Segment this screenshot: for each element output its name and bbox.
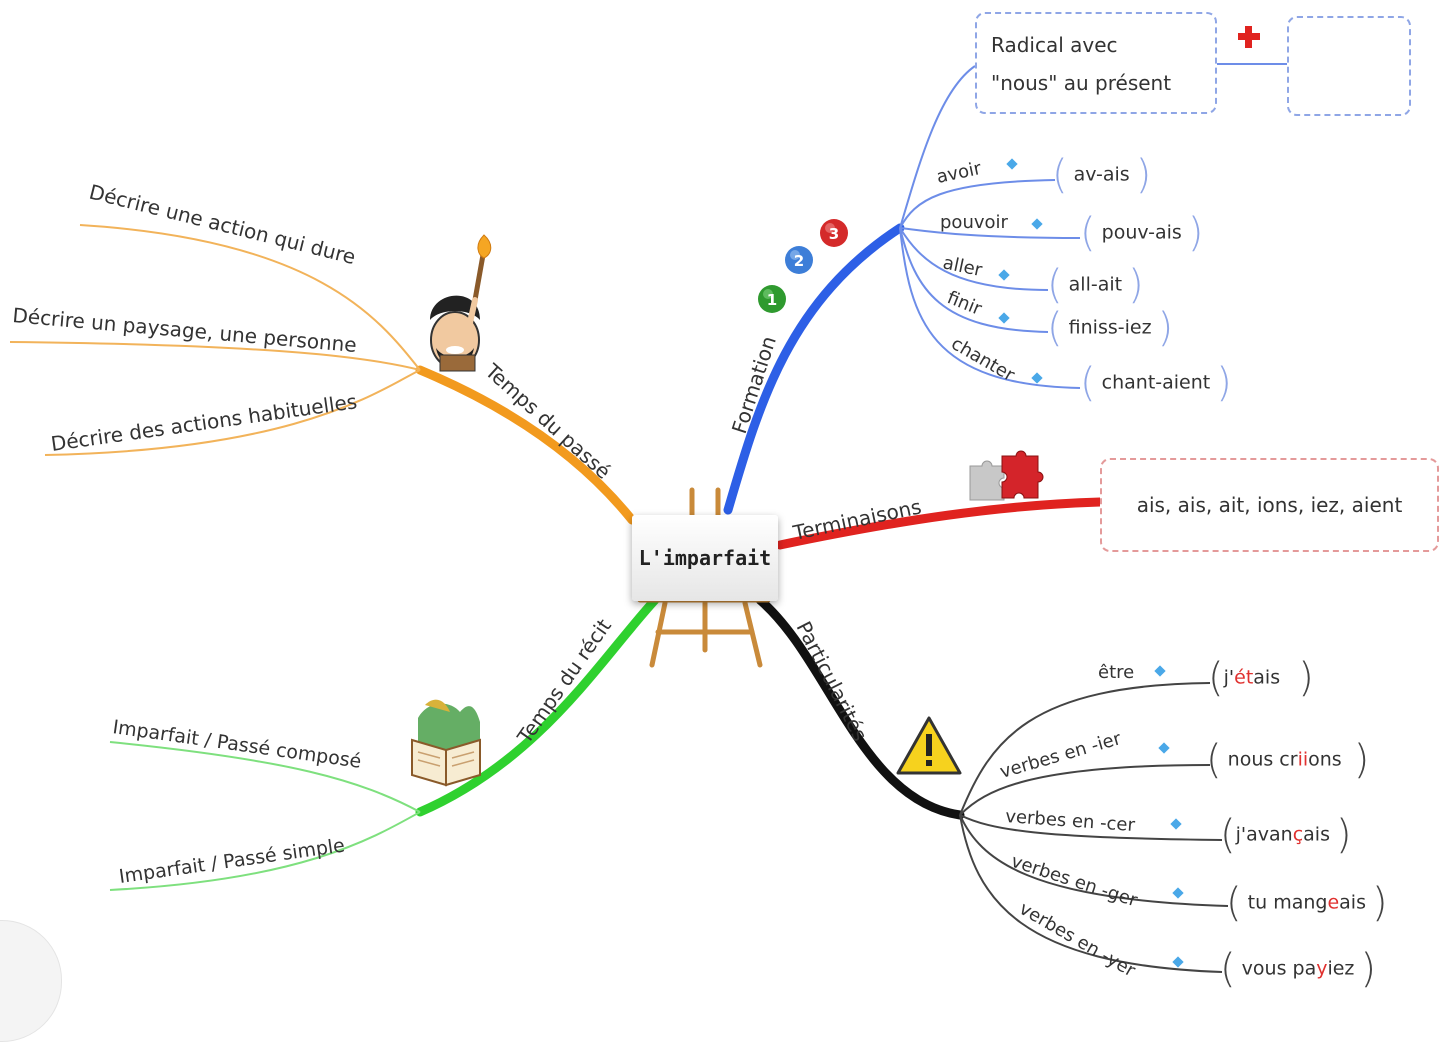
passe-item-1: Décrire une action qui dure (87, 180, 358, 269)
example-cer[interactable]: (j'avançais ) (1220, 812, 1352, 858)
sub-branch-finir (899, 227, 1049, 333)
sub-branch-radical (899, 65, 976, 229)
branch-temps-passe (415, 365, 637, 525)
example-etre-post: ais (1253, 666, 1281, 689)
example-pouvoir-text: pouv-ais (1101, 221, 1182, 244)
example-ier-pre: nous cr (1227, 748, 1298, 771)
example-ier-highlight: ii (1297, 748, 1309, 771)
passe-item-3: Décrire des actions habituelles (49, 389, 358, 456)
svg-text:3: 3 (829, 225, 839, 243)
sub-branch-ger (959, 814, 1229, 907)
diamond-bullet-icon (1154, 665, 1184, 968)
label-particularites: Particularités (792, 617, 873, 745)
sub-branch-recit-2 (109, 811, 421, 891)
example-yer-highlight: y (1316, 957, 1328, 980)
example-pouvoir[interactable]: ( pouv-ais ) (1080, 210, 1204, 256)
sub-branch-avoir (899, 179, 1056, 229)
example-finir-text: finiss-iez (1068, 316, 1152, 339)
diamond-bullet-icon (998, 158, 1043, 384)
recit-item-2: Imparfait / Passé simple (118, 834, 347, 887)
example-avoir[interactable]: ( av-ais ) (1052, 152, 1152, 198)
example-cer-pre: j'avan (1235, 823, 1293, 846)
example-ier[interactable]: ( nous criions ) (1206, 737, 1370, 783)
sub-branch-cer (959, 814, 1223, 841)
example-finir[interactable]: ( finiss-iez ) (1047, 305, 1174, 351)
example-chanter[interactable]: ( chant-aient ) (1080, 360, 1232, 406)
sub-branch-passe-1 (79, 224, 421, 371)
example-etre[interactable]: (j'étais ) (1208, 655, 1314, 701)
svg-text:2: 2 (794, 252, 804, 270)
branch-terminaisons (775, 497, 1105, 550)
example-ger[interactable]: ( tu mangeais ) (1226, 880, 1388, 926)
example-ier-post: ons (1308, 748, 1342, 771)
example-aller-text: all-ait (1068, 273, 1123, 296)
radical-box[interactable]: Radical avec "nous" au présent (975, 12, 1217, 114)
example-aller[interactable]: ( all-ait ) (1047, 262, 1144, 308)
central-topic-title: L'imparfait (638, 546, 772, 570)
rule-etre: être (1098, 662, 1134, 683)
example-etre-pre: j' (1223, 666, 1235, 689)
plus-icon (1238, 26, 1260, 48)
svg-text:1: 1 (767, 291, 777, 309)
sub-branch-passe-2 (9, 341, 421, 371)
central-topic[interactable]: L'imparfait (632, 515, 778, 601)
example-cer-highlight: ç (1292, 823, 1304, 846)
verb-aller: aller (941, 252, 985, 281)
passe-item-2: Décrire un paysage, une personne (12, 303, 358, 357)
label-temps-passe: Temps du passé (480, 358, 616, 484)
sub-branch-yer (959, 814, 1223, 973)
recit-item-1: Imparfait / Passé composé (111, 716, 362, 773)
branch-formation (723, 223, 905, 515)
badge-3: 3 (820, 219, 848, 247)
puzzle-piece-icon (969, 450, 1044, 501)
badge-2: 2 (785, 246, 813, 274)
verb-finir: finir (944, 287, 985, 320)
radical-line-1: Radical avec (991, 33, 1118, 57)
endings-box[interactable]: ais, ais, ait, ions, iez, aient (1100, 458, 1439, 552)
label-terminaisons: Terminaisons (790, 494, 923, 545)
example-yer-post: iez (1327, 957, 1355, 980)
warning-icon (896, 716, 962, 775)
badge-1: 1 (758, 285, 786, 313)
rule-yer: verbes en -yer (1016, 898, 1140, 982)
example-ger-highlight: e (1327, 891, 1340, 914)
radical-line-2: "nous" au présent (991, 71, 1172, 95)
verb-pouvoir: pouvoir (940, 212, 1009, 233)
sub-branch-ier (959, 764, 1211, 816)
example-yer-pre: vous pa (1241, 957, 1317, 980)
caveman-torch-icon (430, 234, 492, 372)
branch-particularites (755, 595, 965, 820)
sub-branch-etre (959, 682, 1211, 816)
verb-avoir: avoir (935, 158, 984, 188)
label-temps-recit: Temps du récit (512, 614, 616, 749)
endings-text: ais, ais, ait, ions, iez, aient (1136, 493, 1403, 517)
open-book-icon (411, 699, 481, 787)
example-ger-pre: tu mang (1247, 891, 1328, 914)
example-etre-highlight: ét (1234, 666, 1254, 689)
branch-temps-recit (415, 595, 660, 817)
sub-branch-chanter (899, 227, 1081, 389)
example-chanter-text: chant-aient (1101, 371, 1211, 394)
example-avoir-text: av-ais (1073, 163, 1130, 186)
sub-branch-pouvoir (899, 227, 1081, 239)
example-yer[interactable]: ( vous payiez ) (1220, 946, 1377, 992)
sub-branch-aller (899, 227, 1049, 291)
example-ger-post: ais (1339, 891, 1366, 914)
puzzle-box (1287, 16, 1411, 116)
sub-branch-recit-1 (109, 741, 421, 813)
example-cer-post: ais (1303, 823, 1330, 846)
sub-branch-passe-3 (44, 369, 421, 456)
